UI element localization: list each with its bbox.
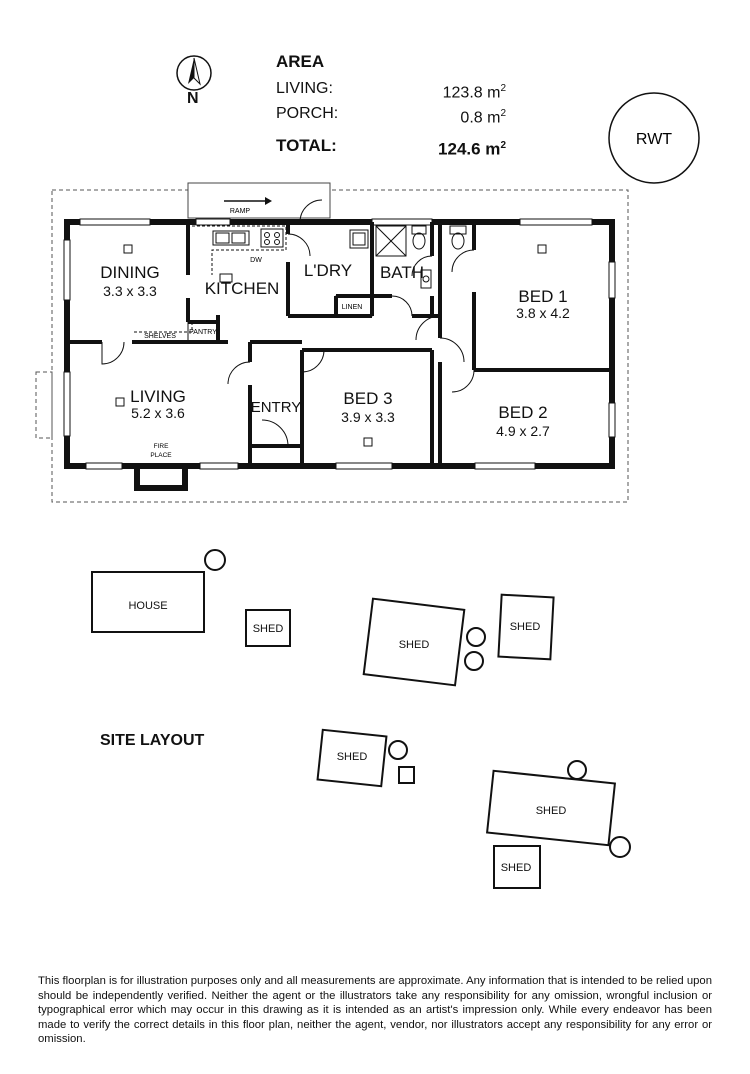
pantry-label: PANTRY [189,329,217,336]
area-label: PORCH: [276,105,339,123]
door-swings [101,199,475,447]
area-title: AREA [276,52,325,71]
area-row-living: LIVING: 123.8 m2 [276,78,506,103]
area-label: LIVING: [276,80,333,97]
site-shed-1 [245,609,291,647]
ramp: RAMP [187,182,331,219]
site-shed-2 [362,597,466,687]
dw-label: DW [250,257,262,264]
area-row-porch: PORCH: 0.8 m2 [276,103,506,128]
ceiling-vents [115,244,547,447]
site-shed-5 [485,769,617,847]
kitchen-fittings [132,225,287,343]
site-layout [91,549,631,889]
area-value: 0.8 m2 [460,108,506,127]
shelves-label: SHELVES [144,333,176,340]
site-house [91,571,205,633]
windows [63,218,616,470]
north-label: N [187,90,199,107]
site-shed-6 [493,845,541,889]
svg-text:FIRE: FIRE [154,443,169,450]
area-label: TOTAL: [276,135,337,155]
room-living-size: 5.2 x 3.6 [131,405,185,421]
room-bed1: BED 1 [518,287,567,306]
room-bed3-size: 3.9 x 3.3 [341,409,395,425]
area-row-total: TOTAL: 124.6 m2 [276,135,506,160]
svg-text:SHED: SHED [501,862,532,874]
lot-boundary [35,189,629,503]
svg-text:HOUSE: HOUSE [128,600,167,612]
ramp-label: RAMP [230,208,251,215]
tank-label: RWT [636,131,672,148]
area-value: 123.8 m2 [442,83,506,102]
room-bed2-size: 4.9 x 2.7 [496,423,550,439]
site-shed-4 [316,728,388,788]
room-laundry: L'DRY [304,261,352,280]
laundry-fittings [335,229,373,317]
room-dining: DINING [100,263,160,282]
svg-text:SHED: SHED [253,623,284,635]
site-labels: HOUSE SHED SHED SHED SHED SHED SHED [128,600,566,874]
room-bed1-size: 3.8 x 4.2 [516,305,570,321]
room-bed3: BED 3 [343,389,392,408]
linen-label: LINEN [342,304,363,311]
svg-text:SHED: SHED [536,805,567,817]
north-arrow-icon [176,55,212,91]
svg-text:SHED: SHED [510,621,541,633]
site-layout-title: SITE LAYOUT [100,732,205,749]
fireplace: FIRE PLACE [134,443,188,491]
area-value: 124.6 m2 [438,139,506,159]
bath-fittings [375,225,467,289]
room-living: LIVING [130,387,186,406]
svg-text:SHED: SHED [337,751,368,763]
room-kitchen: KITCHEN [205,279,280,298]
room-entry: ENTRY [251,399,302,416]
rainwater-tank: RWT [608,92,700,184]
area-summary: AREA LIVING: 123.8 m2 PORCH: 0.8 m2 TOTA… [276,52,506,159]
room-dining-size: 3.3 x 3.3 [103,283,157,299]
disclaimer-text: This floorplan is for illustration purpo… [38,975,712,1046]
room-bed2: BED 2 [498,403,547,422]
room-labels: DINING 3.3 x 3.3 KITCHEN L'DRY BATH BED … [100,261,570,439]
site-shed-3 [497,593,555,661]
svg-text:SHED: SHED [399,639,430,651]
room-bath: BATH [380,263,424,282]
svg-text:PLACE: PLACE [150,452,172,459]
